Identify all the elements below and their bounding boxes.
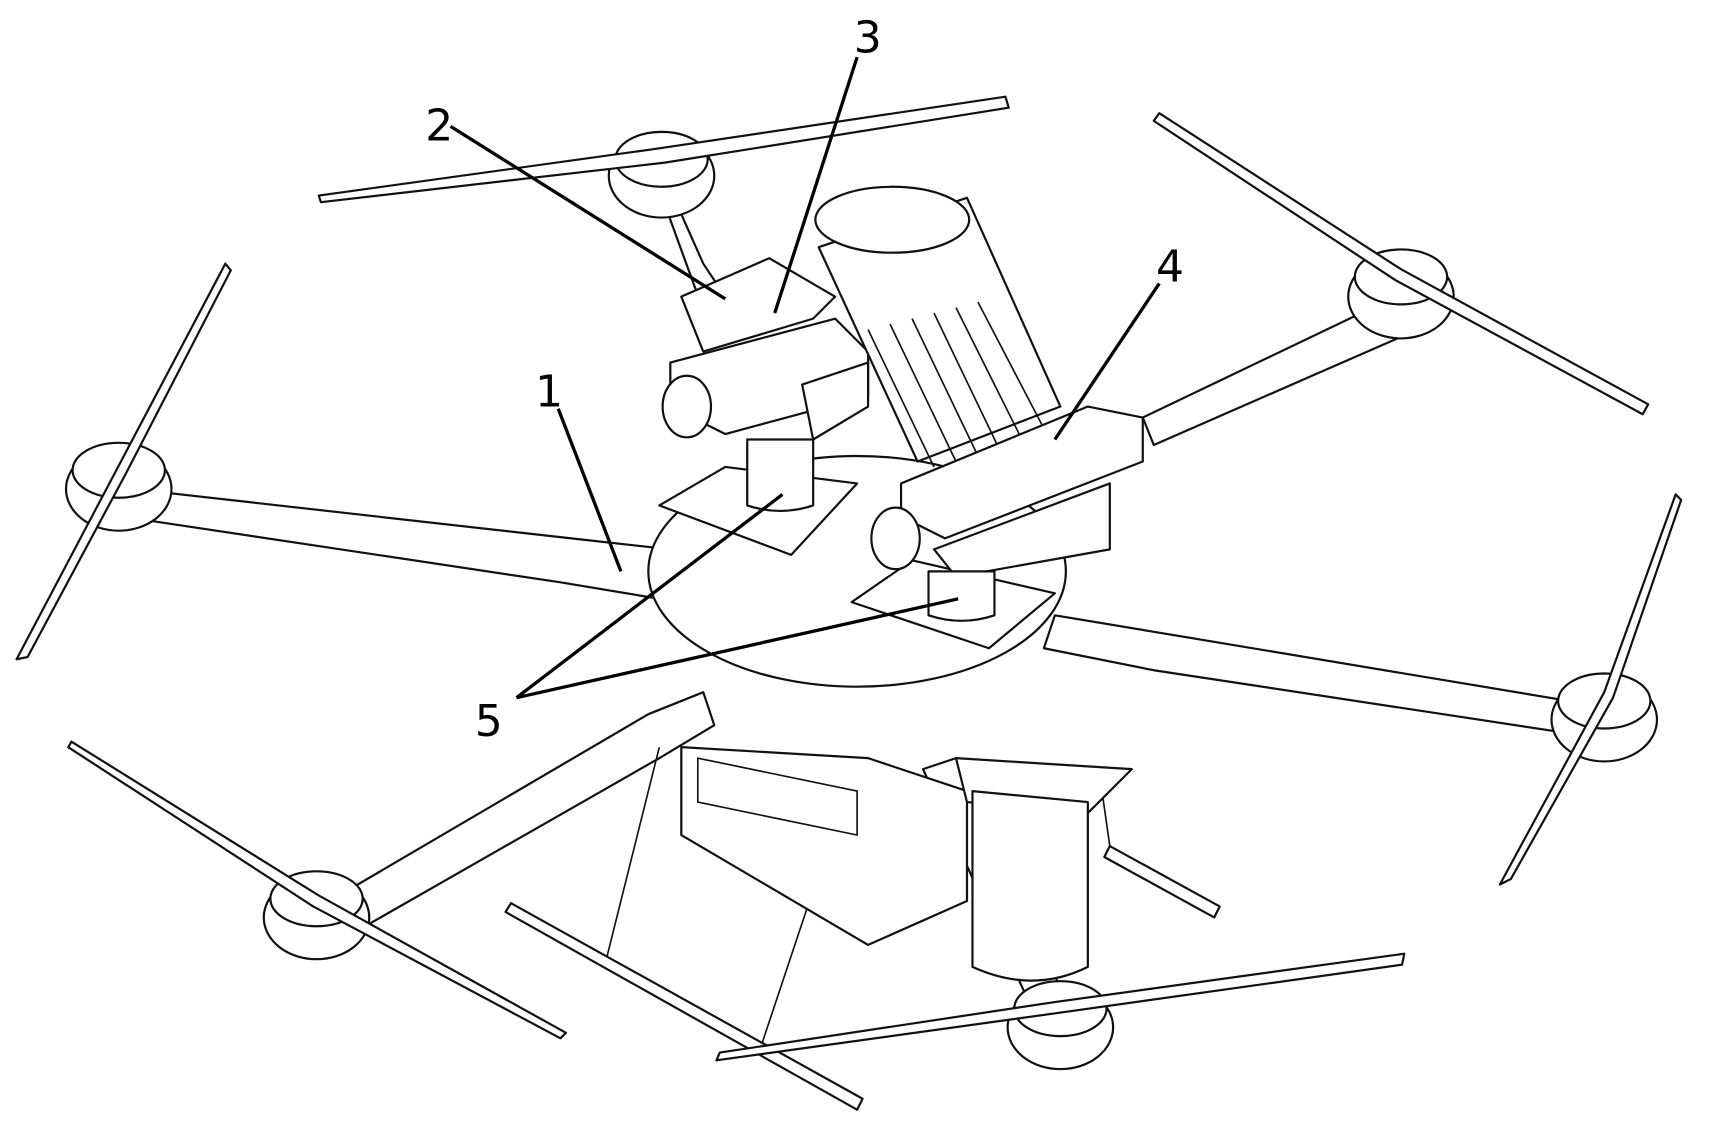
label-3: 3: [854, 13, 882, 64]
label-1: 1: [535, 367, 563, 418]
label-5: 5: [475, 696, 503, 747]
label-2: 2: [425, 101, 453, 152]
lower-payload: [681, 747, 1131, 980]
label-4: 4: [1156, 241, 1184, 292]
